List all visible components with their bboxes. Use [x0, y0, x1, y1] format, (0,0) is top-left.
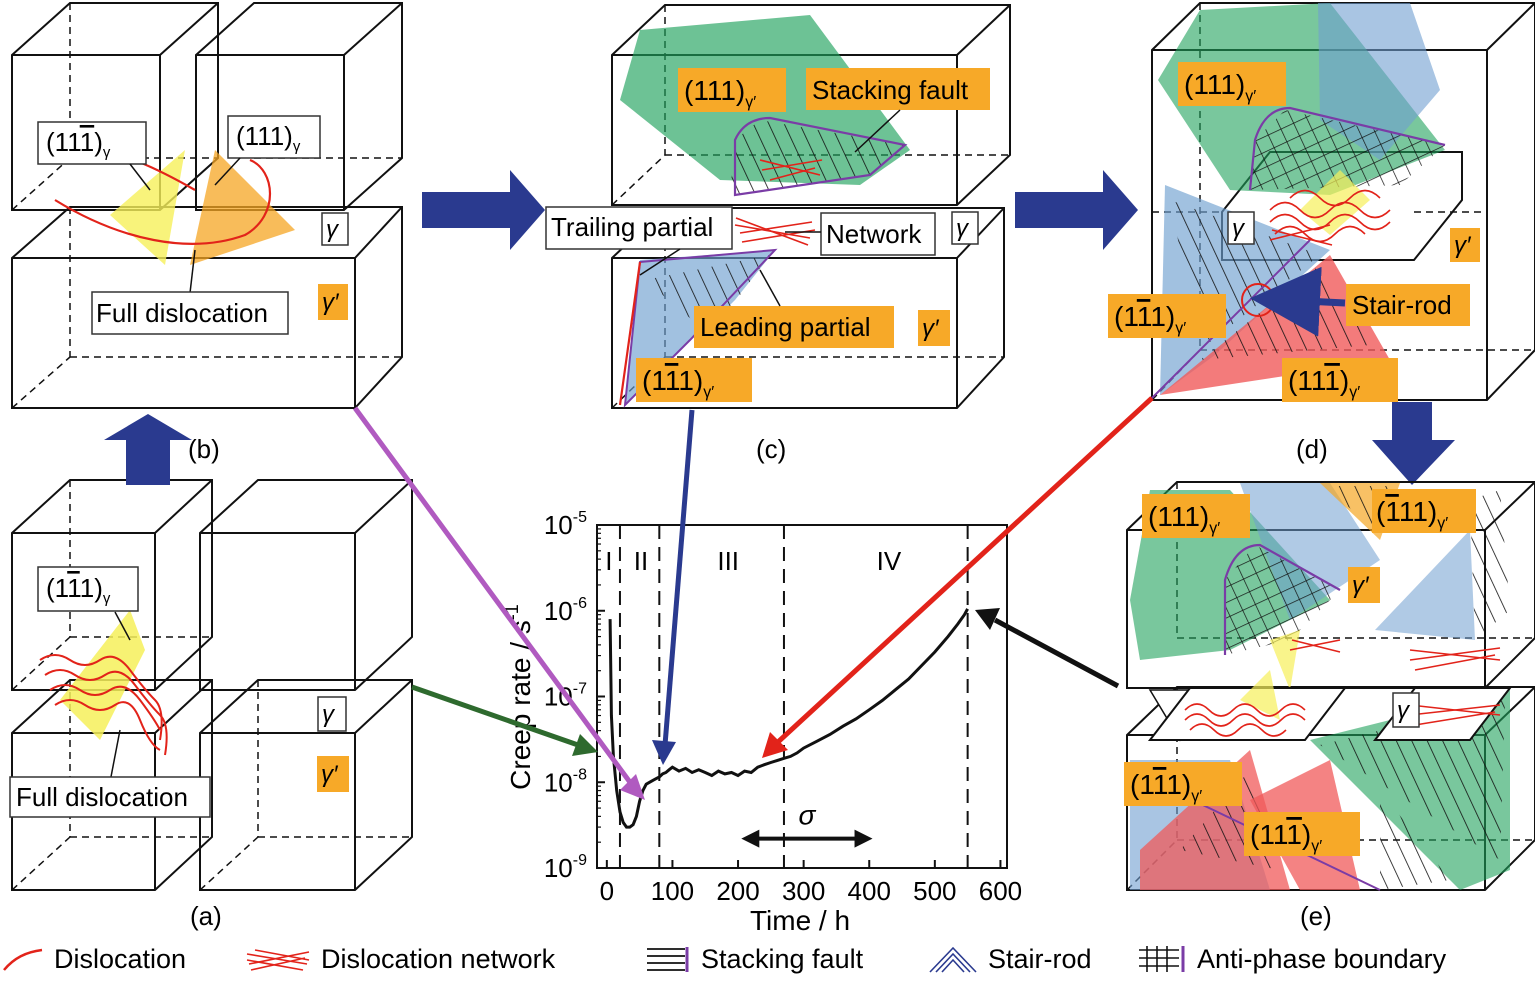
arrow-a-to-chart	[411, 684, 579, 748]
stage-label-I: I	[605, 546, 612, 576]
stress-arrow-head-left	[741, 829, 760, 848]
panel-c: (111)γ′ Stacking fault Trailing partial …	[545, 4, 1011, 464]
x-axis-label: Time / h	[750, 905, 850, 935]
stacking-fault-icon	[647, 947, 689, 972]
diagram-canvas: (111)γ γ γ′ Full dislocation (a)	[9, 2, 1535, 935]
dislocation-lines-a	[39, 654, 168, 756]
stress-label: σ	[798, 800, 816, 831]
full-dislocation-label-b: Full dislocation	[96, 298, 268, 328]
plane-label-c-top: (111)γ′	[684, 75, 756, 111]
plane-label-c-bottom: (111)γ′	[642, 365, 714, 401]
arrow-d-to-e	[1372, 402, 1455, 485]
network-lines-e	[1184, 639, 1501, 737]
legend-dislocation: Dislocation	[2, 941, 186, 977]
creep-curve	[608, 608, 969, 829]
caption-c: (c)	[756, 434, 786, 464]
gamma-prime-label-b: γ′	[322, 289, 340, 316]
apb-icon	[1139, 946, 1185, 972]
plane-label-e-br: (111)γ′	[1250, 819, 1322, 855]
y-tick-label-4: 10-5	[544, 509, 587, 540]
x-tick-label-300: 300	[782, 876, 825, 906]
x-tick-label-100: 100	[651, 876, 694, 906]
legend-network: Dislocation network	[245, 941, 555, 977]
stage-label-II: II	[634, 546, 648, 576]
svg-text:(111)γ: (111)γ	[46, 573, 111, 607]
gamma-prime-label-c: γ′	[922, 315, 940, 342]
caption-d: (d)	[1296, 434, 1328, 464]
caption-b: (b)	[188, 434, 220, 464]
network-icon	[246, 949, 310, 971]
stair-rod-icon	[929, 946, 977, 973]
leading-partial-label: Leading partial	[700, 312, 871, 342]
stair-rod-label: Stair-rod	[1352, 290, 1452, 320]
panel-d: (111)γ′ γ γ′ (111)γ′ Stair-rod (111)γ′ (…	[1108, 2, 1535, 464]
plane-label-d-top: (111)γ′	[1184, 69, 1256, 105]
arrow-c-to-chart	[662, 409, 695, 746]
gamma-prime-label-a: γ′	[321, 761, 339, 788]
network-label: Network	[826, 219, 922, 249]
gamma-label-b: γ	[326, 216, 340, 243]
arrow-a-to-b	[104, 414, 192, 485]
network-lines-d	[1269, 189, 1391, 246]
network-lines-c	[734, 159, 823, 246]
gamma-label-d: γ	[1232, 215, 1246, 242]
stage-boundaries	[618, 525, 969, 868]
caption-e: (e)	[1300, 901, 1332, 931]
panel-e: (111)γ′ (111)γ′ γ′ γ (111)γ′ (111)γ′ (e)	[1124, 481, 1535, 931]
y-tick-label-0: 10-9	[544, 852, 587, 883]
dislocation-icon	[3, 948, 43, 971]
svg-text:(111)γ: (111)γ	[236, 121, 301, 155]
gamma-label-a: γ	[322, 701, 336, 728]
legend-apb: Anti-phase boundary	[1137, 941, 1446, 977]
arrow-b-to-c	[422, 170, 545, 250]
gamma-prime-label-d: γ′	[1454, 232, 1472, 259]
plane-label-a: (111)γ	[37, 566, 139, 612]
x-tick-label-200: 200	[716, 876, 759, 906]
stress-arrow-head-right	[854, 829, 873, 848]
gamma-prime-label-e: γ′	[1352, 572, 1370, 599]
legend-stair-rod: Stair-rod	[928, 941, 1092, 977]
plane-a-yellow	[60, 610, 145, 740]
svg-text:(111)γ: (111)γ	[46, 127, 111, 161]
plane-label-e-tr: (111)γ′	[1376, 496, 1448, 532]
legend-stacking-fault: Stacking fault	[645, 941, 863, 977]
plane-label-e-bl: (111)γ′	[1130, 769, 1202, 805]
arrow-e-to-chart	[993, 617, 1120, 689]
plane-label-e-tl: (111)γ′	[1148, 501, 1220, 537]
y-tick-label-1: 10-8	[544, 766, 587, 797]
panel-b: (111)γ (111)γ γ γ′ Full dislocation (b)	[11, 2, 403, 464]
legend: Dislocation Dislocation network Stacking…	[0, 935, 1535, 983]
plane-label-b1: (111)γ	[37, 121, 147, 165]
gamma-label-c: γ	[956, 215, 970, 242]
arrow-b-to-chart	[352, 406, 635, 787]
trailing-partial-label: Trailing partial	[551, 212, 713, 242]
x-tick-label-400: 400	[848, 876, 891, 906]
full-dislocation-label-a: Full dislocation	[16, 782, 188, 812]
x-tick-label-600: 600	[979, 876, 1022, 906]
stacking-fault-label: Stacking fault	[812, 75, 969, 105]
arrow-d-to-chart	[776, 396, 1154, 744]
arrow-c-to-d	[1015, 170, 1138, 250]
plane-label-b2: (111)γ	[227, 115, 321, 159]
plane-label-d-left: (111)γ′	[1114, 301, 1186, 337]
plane-label-d-right: (111)γ′	[1288, 365, 1360, 401]
gamma-label-e: γ	[1397, 697, 1411, 724]
stage-label-IV: IV	[877, 546, 902, 576]
stress-arrow: σ	[741, 800, 873, 848]
y-tick-label-3: 10-6	[544, 595, 587, 626]
x-tick-label-500: 500	[913, 876, 956, 906]
panel-a: (111)γ γ γ′ Full dislocation (a)	[9, 479, 413, 931]
stage-label-III: III	[717, 546, 739, 576]
x-tick-label-0: 0	[600, 876, 614, 906]
caption-a: (a)	[190, 901, 222, 931]
